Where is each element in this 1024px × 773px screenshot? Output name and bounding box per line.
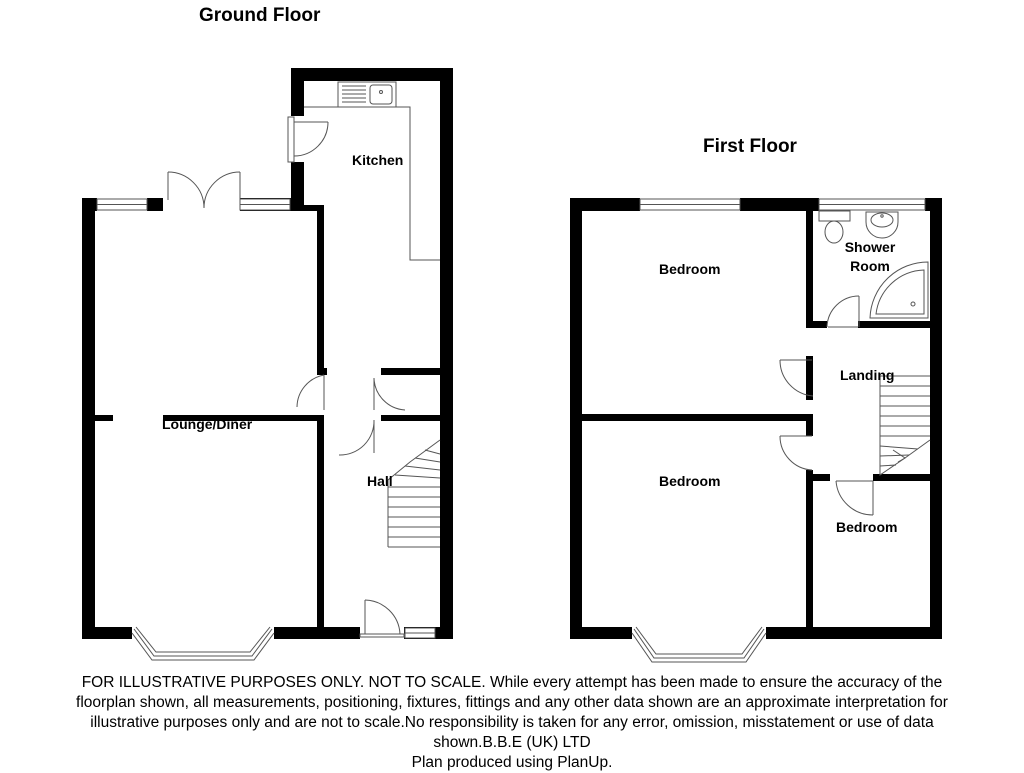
ground-windows [96,198,436,639]
shower-room-line2: Room [850,258,890,274]
first-bay-window [631,626,767,663]
room-label-bedroom-small: Bedroom [836,519,898,535]
room-label-lounge-diner: Lounge/Diner [162,416,253,432]
disclaimer-line-3: illustrative purposes only and are not t… [90,714,934,731]
room-label-landing: Landing [840,367,895,383]
room-label-bedroom-front: Bedroom [659,261,721,277]
ground-internal-walls [95,205,443,639]
first-windows [639,198,926,211]
ground-internal-doors [296,374,406,638]
room-label-bedroom-rear: Bedroom [659,473,721,489]
ground-stairs [387,439,441,548]
kitchen-sink [337,81,397,108]
disclaimer-line-5: Plan produced using PlanUp. [411,754,613,771]
first-internal-walls [582,205,938,639]
first-stairs [879,375,931,476]
kitchen-worktop [304,106,440,261]
first-floor-title: First Floor [703,136,797,157]
room-label-shower-room: Shower Room [838,238,902,276]
shower-room-line1: Shower [844,239,896,255]
ground-french-doors [167,171,241,209]
room-label-kitchen: Kitchen [352,152,404,168]
ground-bay-window [131,626,275,661]
room-label-hall: Hall [367,473,393,489]
ground-floor-title: Ground Floor [199,5,321,26]
kitchen-side-door [287,116,329,163]
disclaimer-line-4: shown.B.B.E (UK) LTD [433,734,591,751]
first-doors [779,295,874,516]
shower-fixtures [818,210,929,319]
disclaimer-line-2: floorplan shown, all measurements, posit… [76,694,948,711]
first-outer-walls [570,198,942,639]
disclaimer-text: FOR ILLUSTRATIVE PURPOSES ONLY. NOT TO S… [20,673,1004,773]
first-floor-plan [570,198,942,663]
disclaimer-line-1: FOR ILLUSTRATIVE PURPOSES ONLY. NOT TO S… [81,674,943,691]
ground-floor-plan [82,68,453,661]
